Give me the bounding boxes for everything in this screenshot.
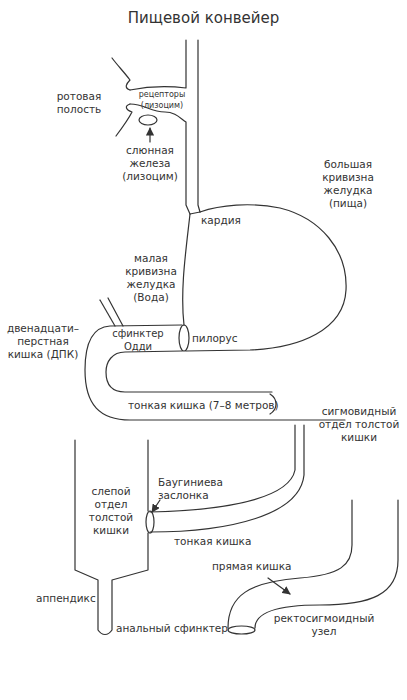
anatomy-label: слюнная железа (лизоцим) bbox=[118, 144, 182, 183]
salivary-gland bbox=[139, 115, 157, 125]
anatomy-label: сигмовидный отдел толстой кишки bbox=[316, 405, 402, 444]
anatomy-label: рецепторы (лизоцим) bbox=[136, 90, 188, 111]
anatomy-label: анальный сфинктер bbox=[116, 622, 228, 635]
anatomy-label: сфинктер Одди bbox=[108, 328, 168, 353]
anatomy-label: пилорус bbox=[192, 332, 237, 345]
anatomy-label: кардия bbox=[201, 214, 241, 227]
anatomy-label: Баугиниева заслонка bbox=[158, 476, 234, 502]
duodenum-inner-wall bbox=[106, 351, 272, 392]
greater-curvature bbox=[186, 205, 346, 351]
pylorus-ring bbox=[179, 325, 189, 351]
anatomy-label: ротовая полость bbox=[46, 90, 112, 116]
anatomy-label: большая кривизна желудка (пища) bbox=[306, 158, 390, 210]
anatomy-label: ректосигмоидный узел bbox=[272, 612, 376, 638]
anatomy-label: малая кривизна желудка (Вода) bbox=[118, 252, 184, 304]
diagram-title: Пищевой конвейер bbox=[0, 9, 407, 27]
upper-lip bbox=[112, 58, 130, 90]
small-intestine-wall bbox=[150, 425, 304, 532]
anatomy-label: двенадцати– перстная кишка (ДПК) bbox=[2, 322, 84, 361]
lower-lip bbox=[116, 104, 132, 136]
duodenum-outer-wall bbox=[85, 325, 345, 420]
palate bbox=[130, 40, 186, 90]
bile-duct bbox=[100, 300, 115, 326]
small-intestine-wall bbox=[150, 425, 295, 512]
lesser-curvature bbox=[183, 214, 190, 325]
leader-arrow bbox=[268, 578, 290, 594]
esophagus-wall bbox=[198, 40, 200, 212]
anatomy-label: слепой отдел толстой кишки bbox=[78, 485, 144, 537]
anatomy-label: прямая кишка bbox=[212, 560, 291, 573]
anal-sphincter bbox=[228, 626, 255, 634]
anatomy-label: тонкая кишка bbox=[174, 535, 251, 548]
cardia-mark bbox=[190, 212, 200, 214]
leader-arrow bbox=[152, 500, 160, 512]
anatomy-label: тонкая кишка (7–8 метров) bbox=[128, 399, 279, 412]
caecum-wall bbox=[147, 440, 148, 511]
leader-arrow bbox=[149, 128, 150, 142]
anatomy-label: аппендикс bbox=[36, 592, 96, 605]
bauhin-valve bbox=[146, 511, 154, 533]
caecum-wall bbox=[75, 440, 148, 635]
bile-duct bbox=[108, 298, 123, 326]
